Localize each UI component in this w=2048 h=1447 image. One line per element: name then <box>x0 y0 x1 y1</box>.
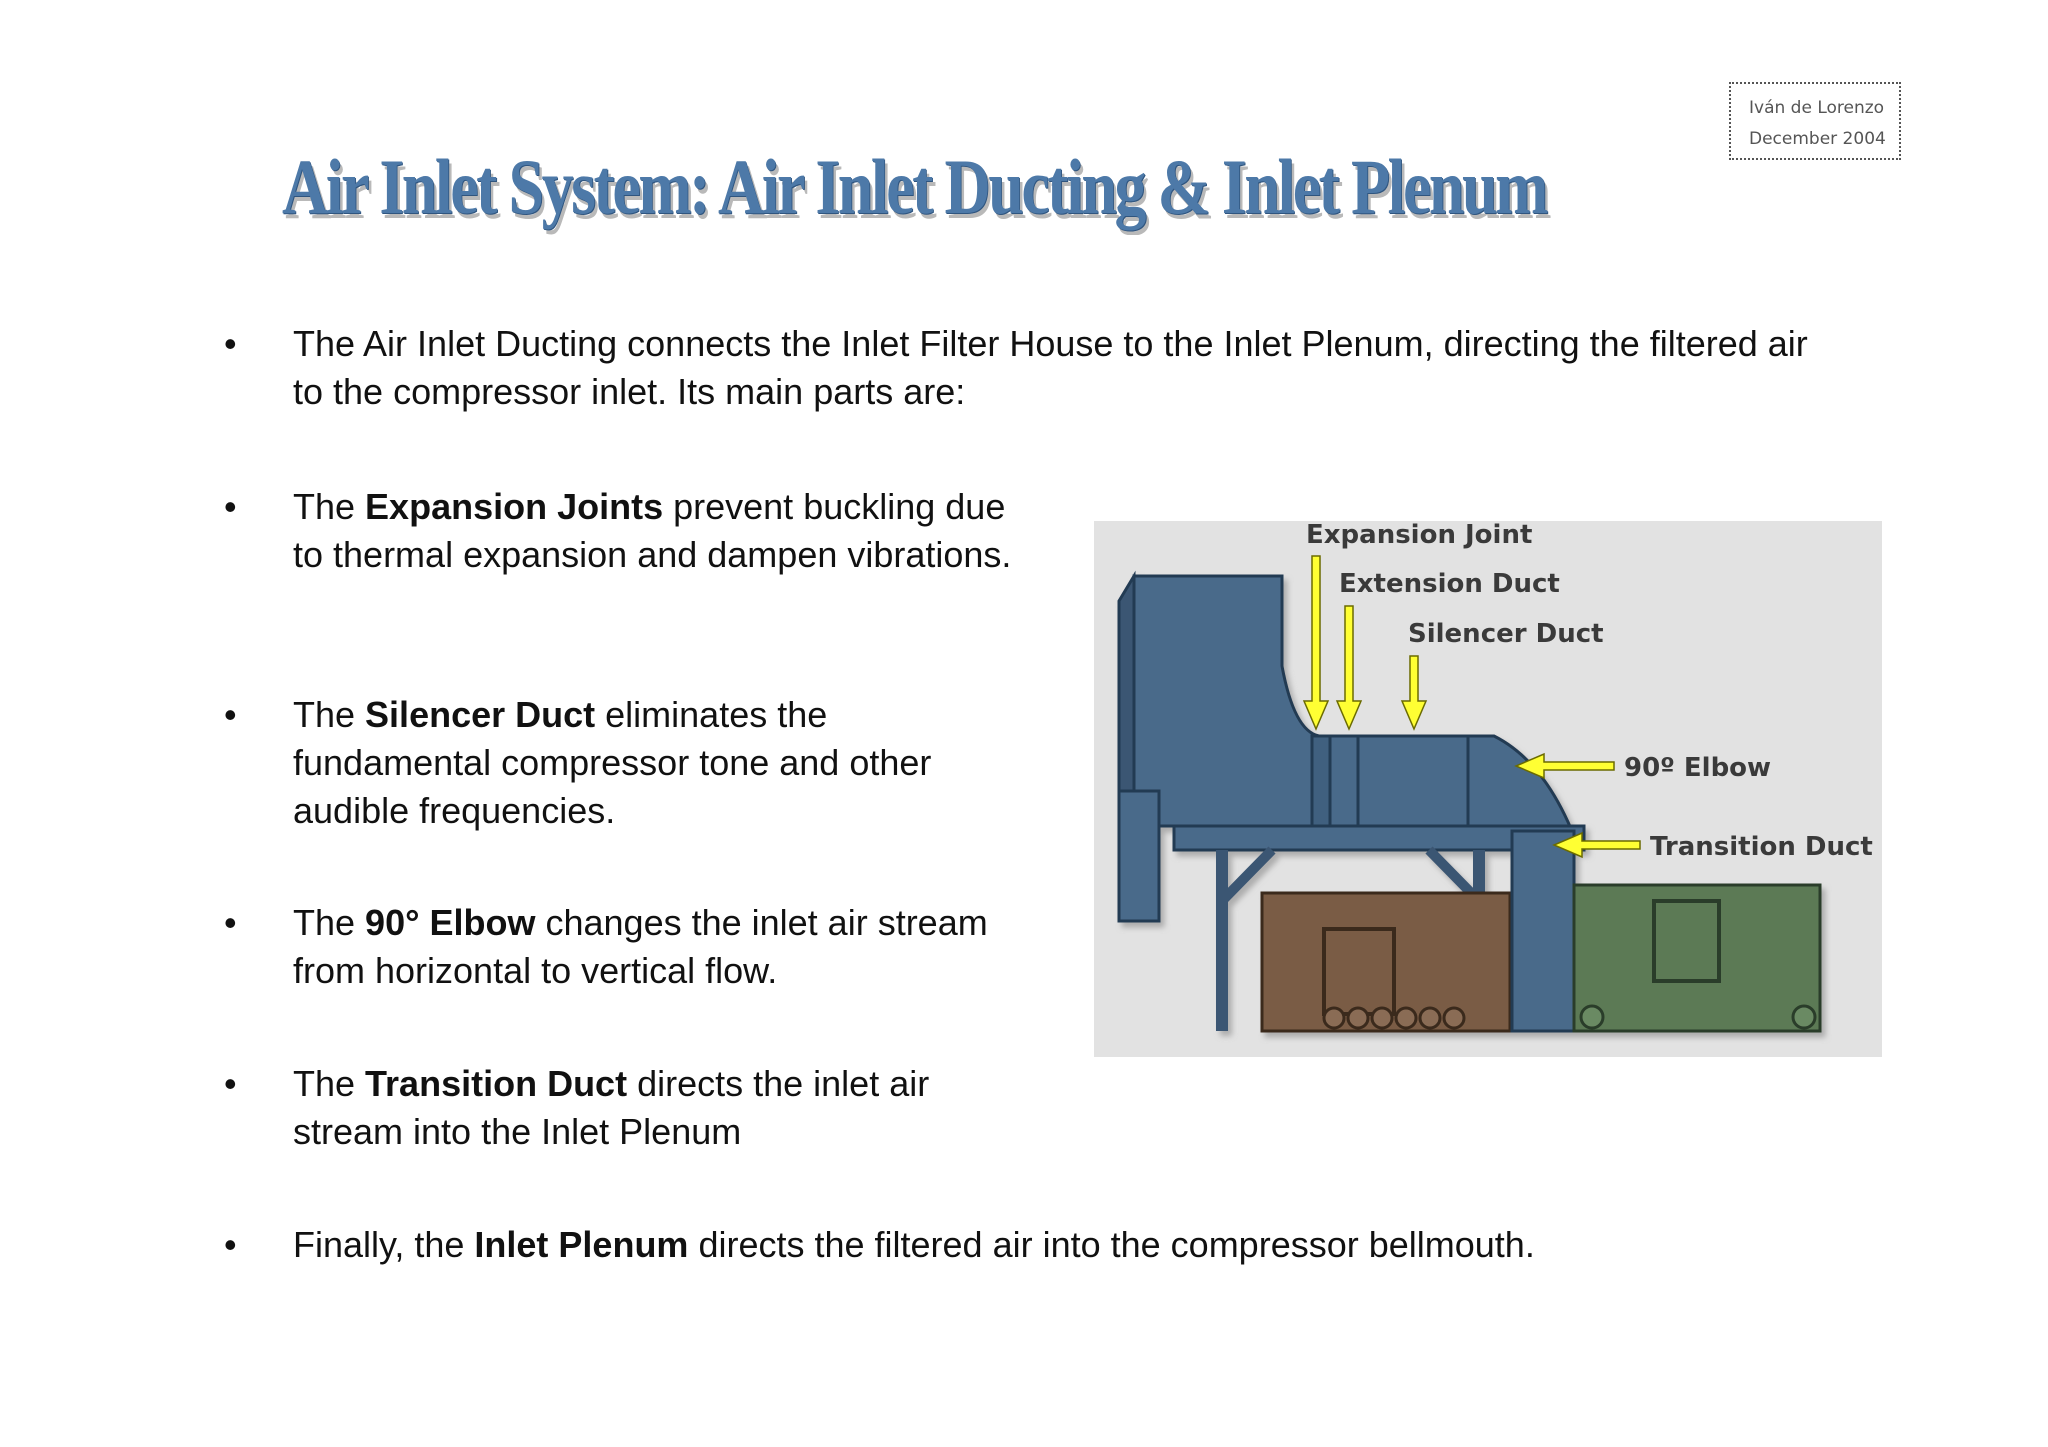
bullet-marker: • <box>224 323 237 364</box>
term-inlet-plenum: Inlet Plenum <box>474 1224 689 1265</box>
author-stamp: Iván de Lorenzo December 2004 <box>1729 82 1901 160</box>
bullet-90-elbow: The 90° Elbow changes the inlet air stre… <box>293 902 988 991</box>
filter-module-wheels <box>1322 1006 1466 1030</box>
air-inlet-diagram: Expansion Joint Extension Duct Silencer … <box>1094 521 1882 1057</box>
author-date: December 2004 <box>1749 129 1886 149</box>
bullet-marker: • <box>224 1224 237 1265</box>
bullet-marker: • <box>224 486 237 527</box>
label-expansion-joint: Expansion Joint <box>1306 521 1532 550</box>
filter-house-side <box>1117 570 1136 793</box>
equipment-drawing <box>1117 570 1822 1033</box>
expansion-joint <box>1310 734 1332 828</box>
term-transition-duct: Transition Duct <box>365 1063 628 1104</box>
support-brace <box>1218 846 1276 905</box>
arrow-expansion-joint <box>1302 555 1330 731</box>
term-expansion-joints: Expansion Joints <box>365 486 664 527</box>
callout-arrows <box>1302 555 1641 859</box>
label-silencer-duct: Silencer Duct <box>1408 619 1604 649</box>
bullet-marker: • <box>224 694 237 735</box>
bullet-marker: • <box>224 902 237 943</box>
turbine-enclosure <box>1572 883 1822 1033</box>
page-title: Air Inlet System: Air Inlet Ducting & In… <box>282 143 1548 230</box>
bullet-transition-duct: The Transition Duct directs the inlet ai… <box>293 1063 930 1152</box>
bullet-expansion-joints: The Expansion Joints prevent buckling du… <box>293 486 1012 575</box>
bullet-text: The Air Inlet Ducting connects the Inlet… <box>293 323 1808 412</box>
label-extension-duct: Extension Duct <box>1339 569 1560 599</box>
bullet-silencer-duct: The Silencer Duct eliminates the fundame… <box>293 694 932 831</box>
label-transition-duct: Transition Duct <box>1650 832 1873 862</box>
label-90-elbow: 90º Elbow <box>1624 753 1771 783</box>
silencer-duct <box>1356 734 1470 828</box>
air-inlet-diagram-svg: Expansion Joint Extension Duct Silencer … <box>1117 521 1873 1033</box>
bullet-intro: The Air Inlet Ducting connects the Inlet… <box>293 320 1813 416</box>
turbine-wheel <box>1579 1004 1605 1030</box>
arrow-90-elbow <box>1514 752 1615 780</box>
turbine-wheel <box>1791 1004 1817 1030</box>
term-silencer-duct: Silencer Duct <box>365 694 596 735</box>
inlet-filter-house <box>1132 574 1321 828</box>
turbine-door <box>1652 899 1721 983</box>
filter-house-leg <box>1117 789 1161 923</box>
arrow-extension-duct <box>1335 605 1363 731</box>
elbow-90 <box>1466 734 1576 837</box>
transition-duct <box>1510 829 1576 1033</box>
term-90-elbow: 90° Elbow <box>365 902 536 943</box>
extension-duct <box>1328 734 1360 828</box>
bullet-marker: • <box>224 1063 237 1104</box>
bullet-inlet-plenum: Finally, the Inlet Plenum directs the fi… <box>293 1224 1535 1265</box>
arrow-silencer-duct <box>1400 655 1428 731</box>
author-name: Iván de Lorenzo <box>1749 98 1885 118</box>
arrow-transition-duct <box>1552 831 1641 859</box>
